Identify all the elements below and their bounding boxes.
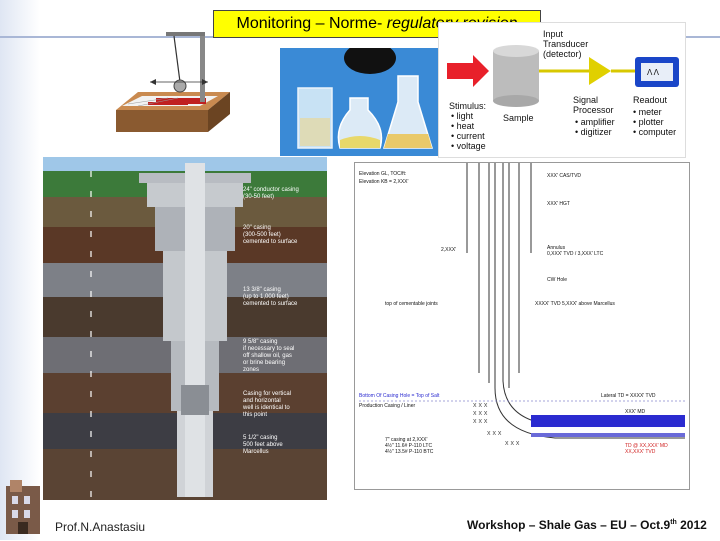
meter-face: Λ Λ: [647, 68, 659, 78]
event-sup: th: [670, 519, 677, 526]
readout-item: • computer: [633, 127, 676, 137]
wb-l10: Lateral TD = XXXX' TVD: [601, 391, 656, 401]
processor-item: • digitizer: [575, 127, 615, 137]
wb-l3: 2,XXX': [441, 245, 456, 255]
event-year: 2012: [677, 518, 707, 532]
stimulus-item: • heat: [451, 121, 486, 131]
stimulus-item: • light: [451, 111, 486, 121]
wb-l11: XXX' MD: [625, 407, 645, 417]
svg-text:x x x: x x x: [505, 440, 520, 447]
casing-label-9in: 9 5/8" casing if necessary to seal off s…: [243, 339, 294, 374]
casing-label-5in: 5 1/2" casing 500 feet above Marcellus: [243, 435, 283, 456]
event-text: Workshop – Shale Gas – EU – Oct.9: [467, 518, 670, 532]
readout-item: • meter: [633, 107, 676, 117]
wb-l7: XXXX' TVD 5,XXX' above Marcellus: [535, 299, 615, 309]
wb-elev-kb: Elevation KB = 2,XXX': [359, 177, 408, 187]
casing-label-13in: 13 3/8" casing (up to 1,000 feet) cement…: [243, 287, 297, 308]
transducer-label: Transducer (detector): [543, 39, 588, 59]
wb-l9: Production Casing / Liner: [359, 401, 415, 411]
stimulus-list: • light • heat • current • voltage: [451, 111, 486, 151]
wb-l5: CW Hole: [547, 275, 567, 285]
instrument-block-diagram: Input Transducer (detector) Λ Λ Stimulus…: [438, 22, 686, 158]
readout-heading: Readout: [633, 95, 667, 105]
wb-l12: 7" casing at 2,XXX' 4½" 11.6# P-110 LTC …: [385, 437, 433, 455]
wb-l8: Bottom Of Casing Hole = Top of Salt: [359, 391, 439, 401]
university-logo: [4, 476, 42, 536]
wb-l2: XXX' HGT: [547, 199, 570, 209]
svg-text:x x x: x x x: [487, 430, 502, 437]
title-prefix: Monitoring – Norme-: [236, 15, 382, 33]
wb-l6: top of cementable joints: [385, 299, 438, 309]
wb-l4: Annulus 0,XXX' TVD / 3,XXX' LTC: [547, 245, 603, 257]
casing-label-conductor: 24" conductor casing (30-50 feet): [243, 187, 299, 201]
well-casing-diagram: 24" conductor casing (30-50 feet) 20" ca…: [43, 157, 327, 500]
lab-glassware-image: [280, 48, 438, 156]
stimulus-item: • current: [451, 131, 486, 141]
input-label: Input: [543, 29, 563, 39]
svg-text:x x x: x x x: [473, 418, 488, 425]
left-gradient-bar: [0, 0, 40, 540]
stimulus-item: • voltage: [451, 141, 486, 151]
processor-list: • amplifier • digitizer: [575, 117, 615, 137]
wb-l13: TD @ XX,XXX' MD XX,XXX' TVD: [625, 443, 668, 455]
svg-text:x x x: x x x: [473, 402, 488, 409]
author-footer: Prof.N.Anastasiu: [55, 520, 145, 534]
sample-label: Sample: [503, 113, 534, 123]
svg-text:x x x: x x x: [473, 410, 488, 417]
casing-label-identical: Casing for vertical and horizontal well …: [243, 391, 291, 419]
wb-l1: XXX' CAS/TVD: [547, 171, 581, 181]
readout-item: • plotter: [633, 117, 676, 127]
stimulus-heading: Stimulus:: [449, 101, 486, 111]
processor-heading: Signal Processor: [573, 95, 614, 115]
processor-item: • amplifier: [575, 117, 615, 127]
readout-list: • meter • plotter • computer: [633, 107, 676, 137]
event-footer: Workshop – Shale Gas – EU – Oct.9th 2012: [467, 518, 707, 532]
pendulum-sample-image: [108, 22, 232, 134]
casing-label-20in: 20" casing (300-500 feet) cemented to su…: [243, 225, 297, 246]
